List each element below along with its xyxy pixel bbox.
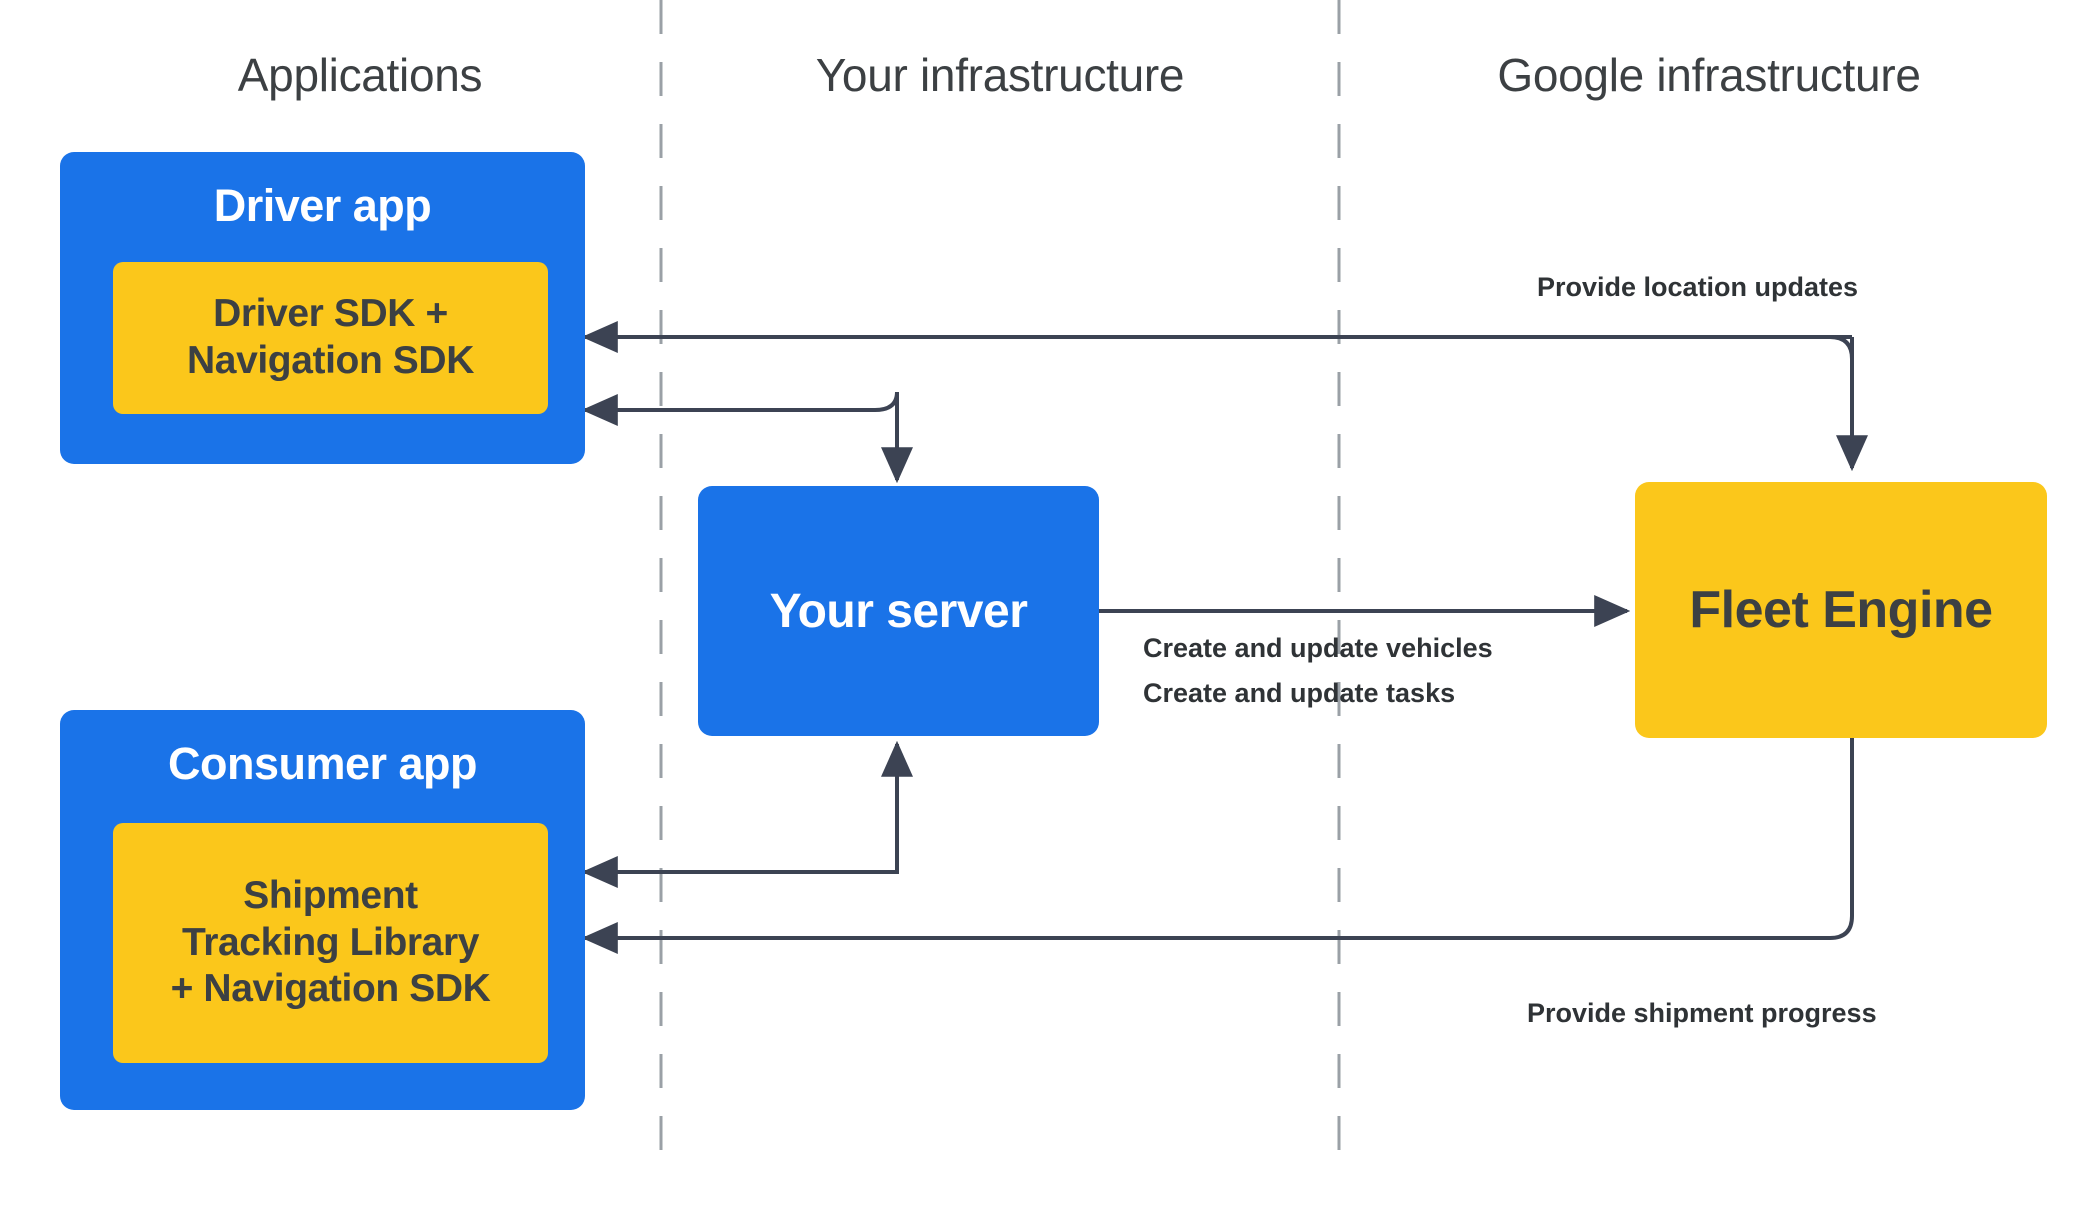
column-title-your-infrastructure: Your infrastructure xyxy=(815,49,1185,101)
edge-label-create-and-update-vehicles: Create and update vehicles xyxy=(1143,633,1493,663)
edge-label-provide-shipment-progress: Provide shipment progress xyxy=(1527,998,1877,1028)
edge-label-provide-location-updates: Provide location updates xyxy=(1537,272,1859,302)
node-driver-sdk-line2: Navigation SDK xyxy=(187,339,474,382)
column-title-applications: Applications xyxy=(237,49,483,101)
node-consumer-app[interactable]: Consumer app Shipment Tracking Library +… xyxy=(60,710,585,1110)
node-shipment-tracking-line2: Tracking Library xyxy=(181,920,480,964)
node-fleet-engine[interactable]: Fleet Engine xyxy=(1635,482,2047,738)
edge-fleet-engine-to-driver-sdk-corner xyxy=(1829,335,1854,360)
node-driver-app[interactable]: Driver app Driver SDK + Navigation SDK xyxy=(60,152,585,464)
edge-your-server-to-driver-app xyxy=(581,391,899,426)
node-shipment-tracking-library[interactable]: Shipment Tracking Library + Navigation S… xyxy=(113,823,548,1063)
node-driver-app-title: Driver app xyxy=(213,180,432,231)
edge-label-create-and-update-tasks: Create and update tasks xyxy=(1143,678,1456,708)
node-shipment-tracking-line3: + Navigation SDK xyxy=(170,967,491,1011)
node-driver-sdk[interactable]: Driver SDK + Navigation SDK xyxy=(113,262,548,414)
edge-your-server-to-consumer-app xyxy=(581,752,899,888)
node-fleet-engine-title: Fleet Engine xyxy=(1689,581,1993,639)
node-your-server-title: Your server xyxy=(769,584,1028,638)
node-your-server[interactable]: Your server xyxy=(698,486,1099,736)
node-driver-sdk-line1: Driver SDK + xyxy=(213,292,448,336)
column-title-google-infrastructure: Google infrastructure xyxy=(1497,49,1921,101)
node-shipment-tracking-line1: Shipment xyxy=(243,873,418,917)
edge-fleet-engine-to-consumer-app xyxy=(581,738,1854,954)
node-consumer-app-title: Consumer app xyxy=(167,738,478,789)
